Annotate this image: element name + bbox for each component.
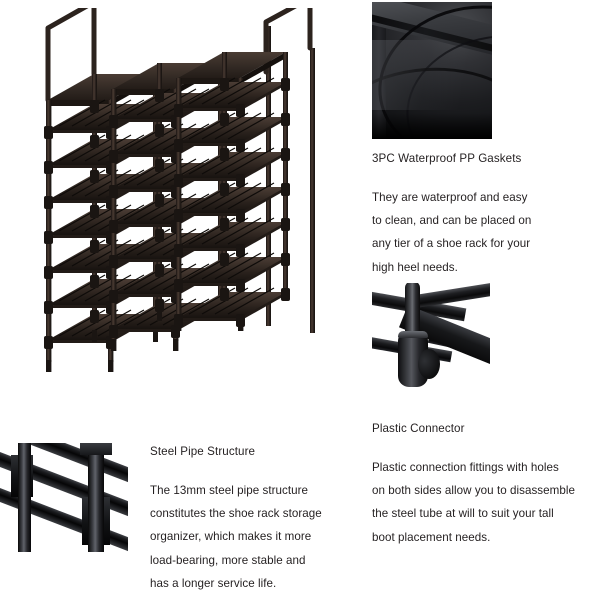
steel-pipe-body-line: organizer, which makes it more	[150, 530, 312, 544]
waterproof-pp-gaskets-photo	[372, 2, 492, 139]
connector-body: Plastic connection fittings with holes o…	[372, 456, 598, 549]
connector-body-line: on both sides allow you to disassemble	[372, 484, 575, 498]
steel-pipe-body-line: constitutes the shoe rack storage	[150, 507, 322, 521]
connector-body-line: boot placement needs.	[372, 530, 491, 544]
gaskets-heading: 3PC Waterproof PP Gaskets	[372, 152, 522, 165]
gaskets-body: They are waterproof and easy to clean, a…	[372, 186, 582, 279]
steel-pipe-body-line: load-bearing, more stable and	[150, 553, 306, 567]
connector-heading: Plastic Connector	[372, 422, 465, 435]
steel-pipe-body-line: The 13mm steel pipe structure	[150, 484, 309, 497]
gasket-sheen	[372, 40, 492, 110]
gasket-bottom-shadow	[372, 113, 492, 139]
plastic-connector-photo	[372, 283, 490, 401]
connector-sleeve-hole	[418, 349, 440, 379]
connector-upper-right-bar	[415, 283, 490, 308]
steel-pipe-body-line: has a longer service life.	[150, 576, 277, 590]
connector-body-line: the steel tube at will to suit your tall	[372, 507, 554, 521]
connector-sleeve-lip	[398, 331, 428, 338]
steel-pipe-cap	[80, 443, 112, 455]
steel-vertical-pipe-right	[88, 443, 104, 552]
steel-pipe-structure-photo	[0, 443, 128, 552]
steel-pipe-heading: Steel Pipe Structure	[150, 445, 256, 458]
gaskets-body-line: They are waterproof and easy	[372, 191, 528, 204]
gaskets-body-line: to clean, and can be placed on	[372, 214, 532, 228]
connector-body-line: Plastic connection fittings with holes	[372, 461, 559, 474]
gaskets-body-line: high heel needs.	[372, 260, 458, 274]
gaskets-body-line: any tier of a shoe rack for your	[372, 237, 531, 251]
shoe-rack-svg	[44, 0, 315, 372]
steel-pipe-body: The 13mm steel pipe structure constitute…	[150, 479, 340, 595]
shoe-rack-product-image	[14, 0, 324, 388]
steel-vertical-pipe-left	[18, 443, 31, 552]
